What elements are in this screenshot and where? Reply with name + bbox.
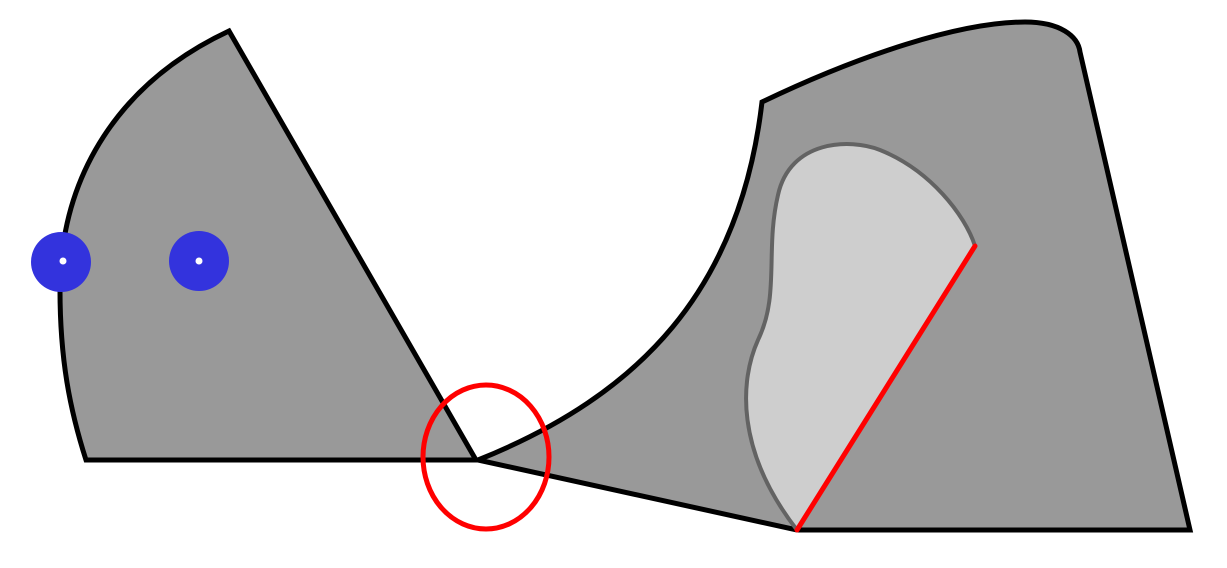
highlighted-edge (794, 243, 978, 533)
edge-dot-center (59, 257, 67, 265)
junction-highlight-circle (420, 382, 552, 532)
edge-dot (31, 232, 91, 292)
inner-light-region (744, 142, 977, 532)
inner-dot-center (195, 257, 203, 265)
inner-dot (169, 231, 229, 291)
